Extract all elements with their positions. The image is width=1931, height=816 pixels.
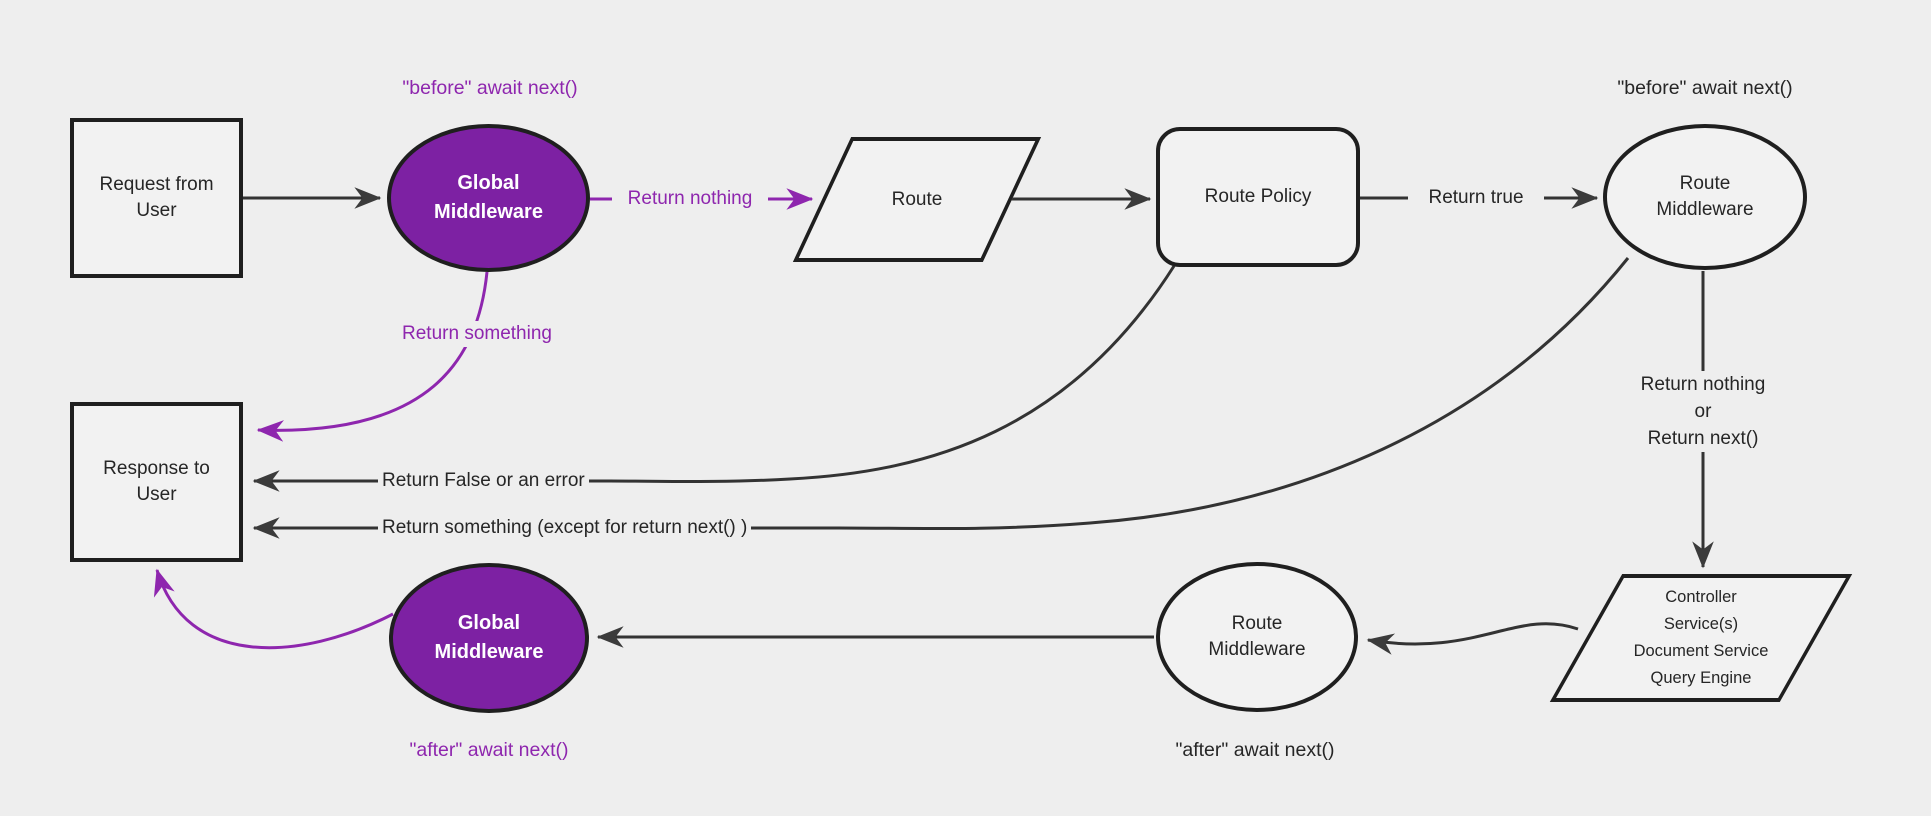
node-route-label: Route: [891, 188, 943, 210]
edge-label-return-nothing-or-next: Return nothing or Return next(): [1593, 371, 1813, 452]
edge-controller-to-route-middleware-bottom: [1366, 622, 1579, 655]
node-global-middleware-bottom: Global Middleware: [389, 563, 589, 713]
node-request-from-user: Request from User: [70, 118, 243, 278]
edge-global-middleware-bottom-to-response: [153, 568, 394, 650]
node-route-policy: Route Policy: [1156, 127, 1360, 267]
node-response-to-user: Response to User: [70, 402, 243, 562]
edge-label-return-false-or-error: Return False or an error: [378, 468, 589, 494]
annotation-after-route-middleware: "after" await next(): [1175, 739, 1335, 761]
node-response-to-user-label: Response to User: [103, 458, 210, 505]
node-request-from-user-label: Request from User: [99, 174, 214, 221]
edge-label-return-something: Return something: [383, 321, 571, 347]
node-controller-label: Controller Service(s) Document Service Q…: [1633, 588, 1769, 687]
node-route: Route: [822, 137, 1012, 262]
node-controller: Controller Service(s) Document Service Q…: [1586, 574, 1816, 702]
edge-route-policy-to-response: [252, 265, 1176, 492]
node-route-policy-label: Route Policy: [1204, 186, 1312, 207]
node-route-middleware-top-label: Route Middleware: [1656, 173, 1754, 220]
node-global-middleware-top: Global Middleware: [387, 124, 590, 272]
annotation-before-global-middleware: "before" await next(): [402, 77, 578, 99]
edge-route-middleware-to-response: [252, 257, 1630, 539]
node-route-middleware-top: Route Middleware: [1603, 124, 1807, 270]
node-route-middleware-bottom-label: Route Middleware: [1208, 613, 1306, 660]
node-route-middleware-bottom: Route Middleware: [1156, 562, 1358, 712]
annotation-before-route-middleware: "before" await next(): [1617, 77, 1793, 99]
edge-global-middleware-to-response-top: [256, 271, 489, 442]
annotation-after-global-middleware: "after" await next(): [409, 739, 569, 761]
node-global-middleware-top-label: Global Middleware: [434, 172, 543, 223]
edge-label-return-nothing: Return nothing: [612, 186, 768, 212]
edge-label-return-something-except: Return something (except for return next…: [378, 515, 752, 541]
node-global-middleware-bottom-label: Global Middleware: [434, 612, 544, 663]
edge-label-return-true: Return true: [1408, 185, 1544, 211]
